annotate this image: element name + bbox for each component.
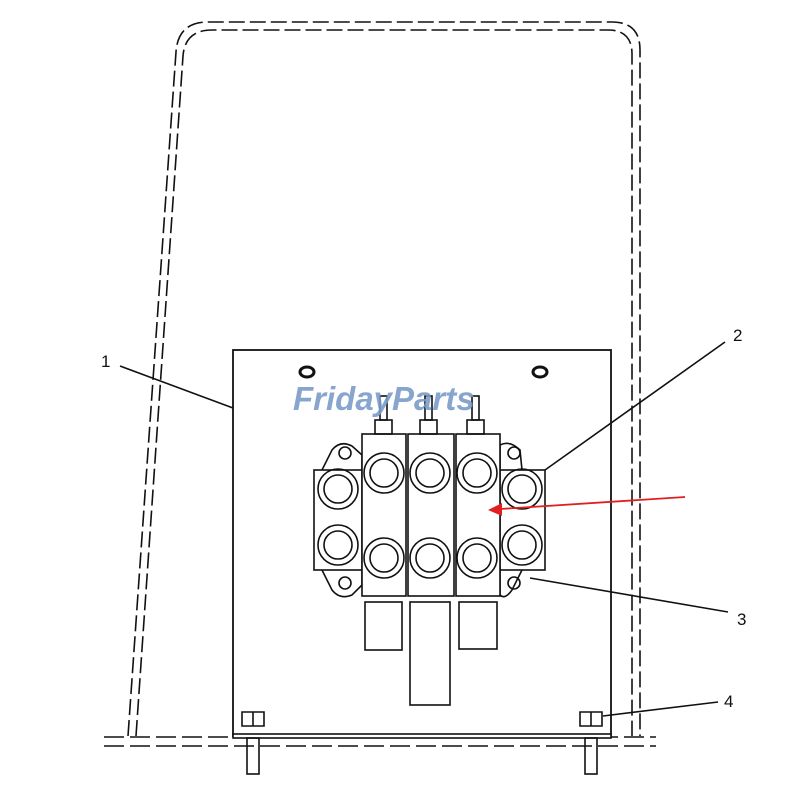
- valve-port: [369, 458, 399, 488]
- valve-port: [507, 474, 537, 504]
- valve-port: [323, 474, 353, 504]
- valve-port: [317, 468, 359, 510]
- valve-port: [462, 458, 492, 488]
- valve-port: [369, 543, 399, 573]
- valve-port: [501, 468, 543, 510]
- valve-port: [363, 452, 405, 494]
- leader-2: [544, 341, 726, 471]
- valve-port: [363, 537, 405, 579]
- valve-port: [317, 524, 359, 566]
- valve-port: [415, 543, 445, 573]
- leader-3: [529, 577, 729, 613]
- highlight-arrow: [488, 496, 686, 516]
- base-bolts: [241, 711, 603, 775]
- valve-port: [323, 530, 353, 560]
- callout-4: 4: [724, 692, 734, 711]
- valve-port: [409, 452, 451, 494]
- valve-port: [456, 452, 498, 494]
- leader-4: [602, 701, 719, 717]
- valve-port: [415, 458, 445, 488]
- valve-port: [462, 543, 492, 573]
- valve-port: [501, 524, 543, 566]
- watermark-logo: FridayParts: [293, 380, 475, 417]
- callout-3: 3: [737, 610, 747, 629]
- valve-port: [507, 530, 537, 560]
- control-valve: [313, 395, 546, 706]
- valve-port: [456, 537, 498, 579]
- leader-1: [119, 365, 234, 409]
- cover-outline: [127, 21, 641, 737]
- valve-port: [409, 537, 451, 579]
- callout-2: 2: [733, 326, 743, 345]
- callout-1: 1: [101, 352, 111, 371]
